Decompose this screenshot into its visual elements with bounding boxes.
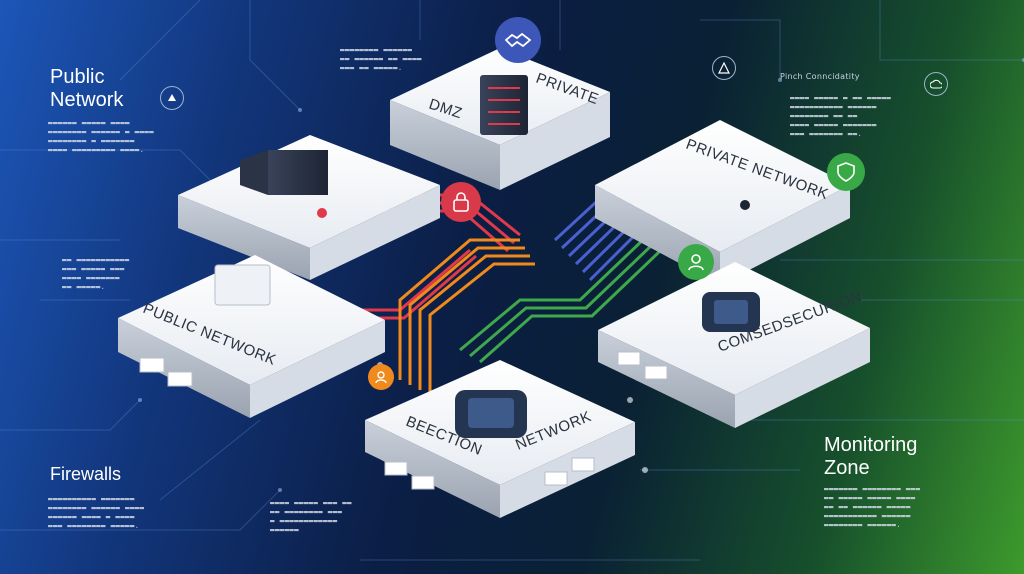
side-note-left: ▬▬ ▬▬▬▬▬▬▬▬▬▬▬ ▬▬▬ ▬▬▬▬▬ ▬▬▬ ▬▬▬▬ ▬▬▬▬▬▬… xyxy=(62,255,130,291)
tile-public-upper xyxy=(178,135,440,280)
tile-dmz xyxy=(390,48,610,190)
public-network-description: ▬▬▬▬▬▬ ▬▬▬▬▬ ▬▬▬▬ ▬▬▬▬▬▬▬▬ ▬▬▬▬▬▬ ▬ ▬▬▬▬… xyxy=(48,118,154,154)
lock-icon xyxy=(441,182,481,222)
switch-icon xyxy=(214,264,271,306)
bottom-note: ▬▬▬▬ ▬▬▬▬▬ ▬▬▬ ▬▬ ▬▬ ▬▬▬▬▬▬▬▬ ▬▬▬ ▬ ▬▬▬▬… xyxy=(270,498,352,534)
top-right-caption: Pinch Conncidatity xyxy=(780,72,860,81)
handshake-icon xyxy=(495,17,541,63)
tile-comsecurion xyxy=(598,262,870,428)
private-connectivity-description: ▬▬▬▬ ▬▬▬▬▬ ▬ ▬▬ ▬▬▬▬▬ ▬▬▬▬▬▬▬▬▬▬▬ ▬▬▬▬▬▬… xyxy=(790,93,892,138)
monitoring-zone-description: ▬▬▬▬▬▬▬ ▬▬▬▬▬▬▬▬ ▬▬▬ ▬▬ ▬▬▬▬▬ ▬▬▬▬▬ ▬▬▬▬… xyxy=(824,484,921,529)
shield-icon xyxy=(827,153,865,191)
firewalls-title: Firewalls xyxy=(50,464,122,484)
cloud-icon xyxy=(924,72,948,96)
firewalls-description: ▬▬▬▬▬▬▬▬▬▬ ▬▬▬▬▬▬▬ ▬▬▬▬▬▬▬▬ ▬▬▬▬▬▬ ▬▬▬▬ … xyxy=(48,494,145,530)
top-note: ▬▬▬▬▬▬▬▬ ▬▬▬▬▬▬ ▬▬ ▬▬▬▬▬▬ ▬▬ ▬▬▬▬ ▬▬▬ ▬▬… xyxy=(340,45,422,72)
tile-public-network xyxy=(118,255,385,418)
tile-section-network xyxy=(365,360,635,518)
public-network-title: Public Network xyxy=(50,66,124,111)
people-icon xyxy=(368,364,394,390)
agent-icon xyxy=(678,244,714,280)
circuit-traces xyxy=(0,0,1024,561)
monitoring-zone-title: Monitoring Zone xyxy=(824,434,918,479)
up-arrow-icon xyxy=(160,86,184,110)
warning-icon xyxy=(712,56,736,80)
server-icon xyxy=(480,75,528,135)
rack-server-icon xyxy=(268,150,328,195)
